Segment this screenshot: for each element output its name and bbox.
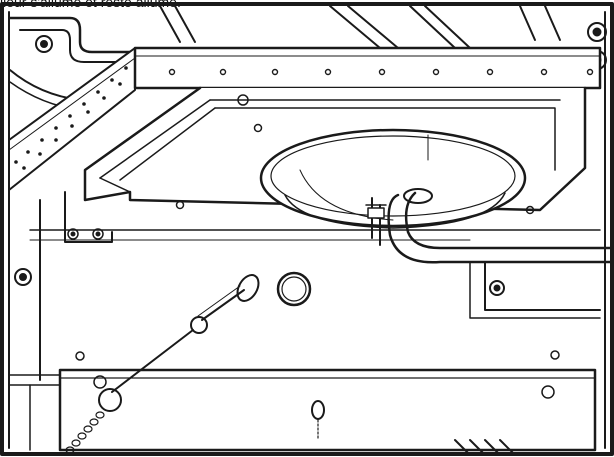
perforated-top-beam bbox=[133, 46, 602, 90]
light-hole bbox=[276, 271, 312, 307]
gas-pipe bbox=[387, 188, 612, 319]
mount-bolt bbox=[67, 228, 79, 240]
left-mount-bracket bbox=[64, 191, 113, 243]
perforated-side-beam bbox=[8, 47, 136, 191]
ignition-chain bbox=[65, 411, 105, 454]
tray-bolt bbox=[237, 94, 249, 106]
bracket-bolt bbox=[35, 35, 53, 53]
burner-bowl bbox=[259, 128, 527, 229]
hanger-hook bbox=[311, 400, 325, 420]
front-panel bbox=[14, 199, 601, 381]
bottom-panel bbox=[8, 368, 597, 456]
igniter-electrode bbox=[365, 197, 387, 246]
corner-bolt bbox=[587, 22, 607, 42]
pipe-bolt bbox=[489, 280, 505, 296]
panel-bolt bbox=[14, 268, 32, 286]
lighting-rod bbox=[98, 274, 260, 412]
rod-clip bbox=[236, 274, 260, 302]
